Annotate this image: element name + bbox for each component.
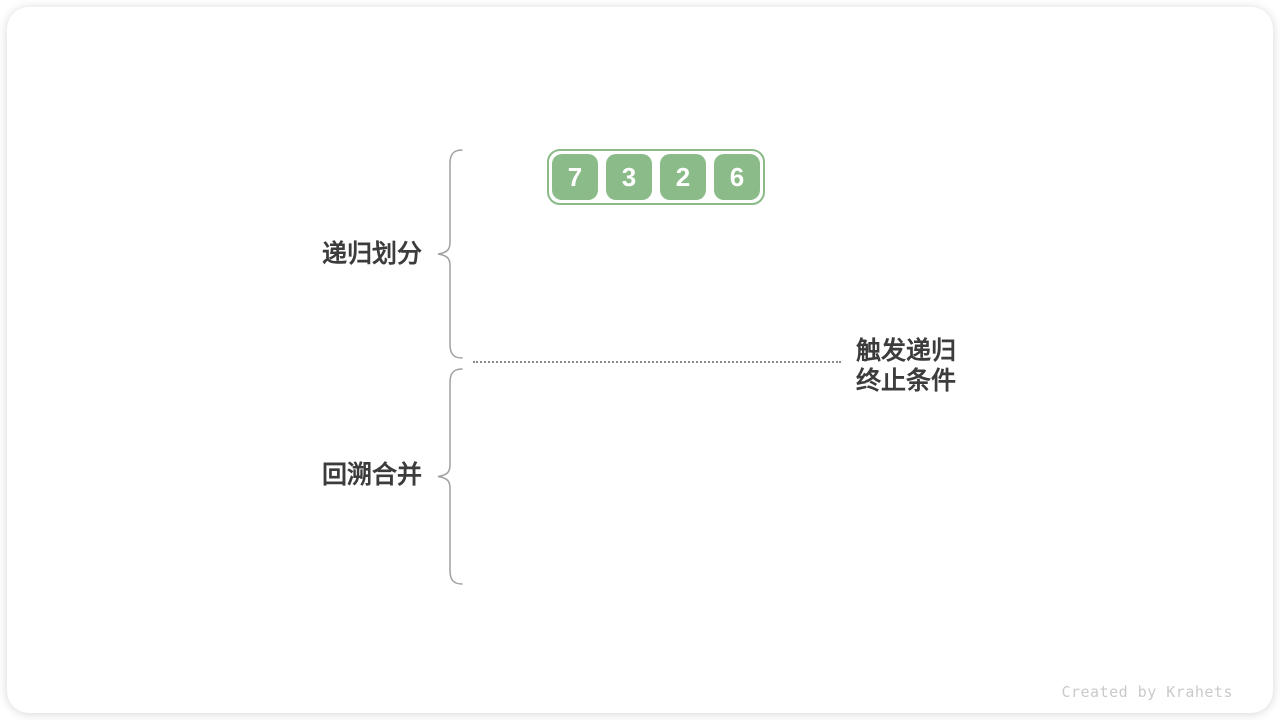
phase-divider-dotted-line <box>473 361 841 363</box>
annotation-line-2: 终止条件 <box>856 367 957 395</box>
credit-text: Created by Krahets <box>1061 683 1233 701</box>
termination-condition-annotation: 触发递归 终止条件 <box>856 336 956 396</box>
array-cell: 2 <box>660 154 706 200</box>
diagram-card: 递归划分 回溯合并 7 3 2 6 触发递归 终止条件 Created by K… <box>7 7 1273 713</box>
array-cell: 3 <box>606 154 652 200</box>
array-cell: 6 <box>714 154 760 200</box>
array-cell: 7 <box>552 154 598 200</box>
phase-label-backtrack-merge: 回溯合并 <box>321 461 422 489</box>
annotation-line-1: 触发递归 <box>856 337 957 365</box>
curly-brace-merge-phase <box>437 368 463 585</box>
input-array: 7 3 2 6 <box>547 149 765 205</box>
curly-brace-divide-phase <box>437 149 463 359</box>
phase-label-recursive-divide: 递归划分 <box>321 240 422 268</box>
